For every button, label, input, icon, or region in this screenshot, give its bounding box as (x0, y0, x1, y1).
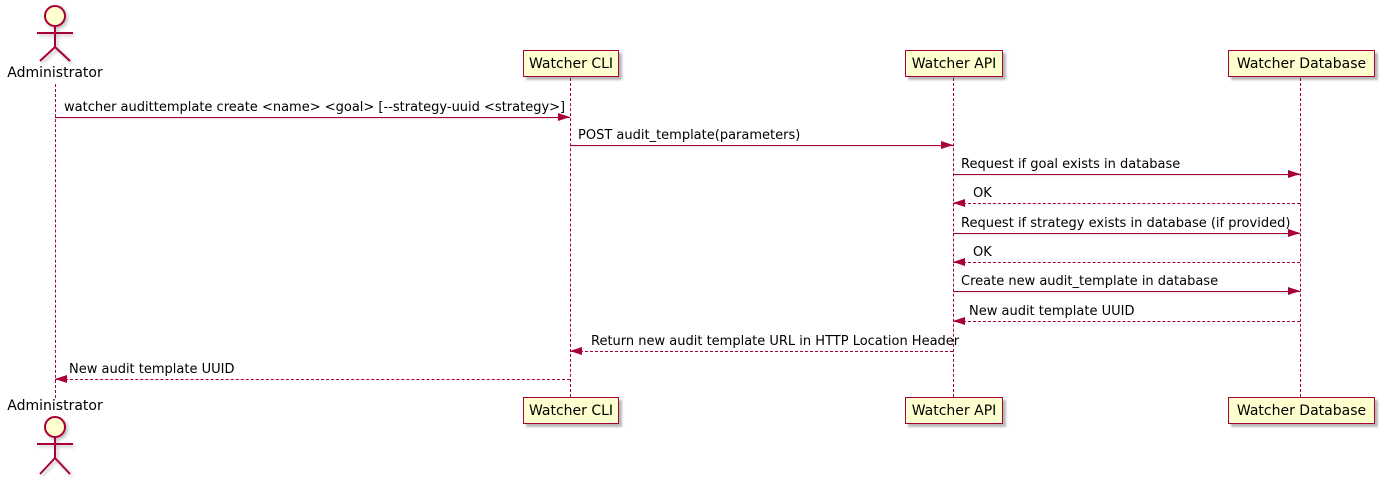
message-label: OK (973, 186, 992, 201)
lifeline-watcher-cli (570, 78, 571, 397)
lifeline-watcher-database (1300, 78, 1301, 397)
participant-label: Watcher CLI (528, 402, 614, 419)
arrowhead-icon (941, 141, 953, 149)
message-label: New audit template UUID (69, 362, 235, 377)
message-line (570, 351, 953, 352)
participant-label: Watcher API (911, 402, 997, 419)
message-label: OK (973, 245, 992, 260)
message-line (55, 379, 570, 380)
participant-label: Watcher Database (1236, 402, 1367, 419)
message-line (953, 262, 1300, 263)
lifeline-administrator (55, 84, 56, 398)
participant-watcher-api-bottom: Watcher API (905, 397, 1003, 424)
participant-watcher-database-bottom: Watcher Database (1228, 397, 1375, 424)
arrowhead-icon (1288, 287, 1300, 295)
message-label: watcher audittemplate create <name> <goa… (64, 100, 566, 115)
arrowhead-icon (1288, 170, 1300, 178)
message-label: Create new audit_template in database (961, 274, 1219, 289)
participant-label: Watcher Database (1236, 55, 1367, 72)
arrowhead-icon (558, 113, 570, 121)
actor-icon (37, 416, 73, 475)
arrowhead-icon (953, 317, 965, 325)
lifeline-watcher-api (953, 78, 954, 397)
message-line (953, 233, 1300, 234)
participant-label: Watcher API (911, 55, 997, 72)
arrowhead-icon (570, 347, 582, 355)
actor-icon (37, 5, 73, 62)
actor-label-administrator-top: Administrator (7, 65, 103, 81)
actor-label-administrator-bottom: Administrator (7, 398, 103, 414)
participant-label: Watcher CLI (528, 55, 614, 72)
message-line (953, 291, 1300, 292)
message-line (953, 203, 1300, 204)
message-line (55, 117, 570, 118)
message-label: Return new audit template URL in HTTP Lo… (591, 334, 960, 349)
message-label: Request if goal exists in database (961, 157, 1181, 172)
participant-watcher-api-top: Watcher API (905, 50, 1003, 77)
participant-watcher-cli-bottom: Watcher CLI (523, 397, 619, 424)
arrowhead-icon (953, 199, 965, 207)
participant-watcher-database-top: Watcher Database (1228, 50, 1375, 77)
message-label: Request if strategy exists in database (… (961, 216, 1291, 231)
arrowhead-icon (953, 258, 965, 266)
message-line (953, 321, 1300, 322)
participant-watcher-cli-top: Watcher CLI (523, 50, 619, 77)
message-label: New audit template UUID (969, 304, 1135, 319)
arrowhead-icon (55, 375, 67, 383)
message-line (570, 145, 953, 146)
message-label: POST audit_template(parameters) (578, 128, 801, 143)
message-line (953, 174, 1300, 175)
arrowhead-icon (1288, 229, 1300, 237)
